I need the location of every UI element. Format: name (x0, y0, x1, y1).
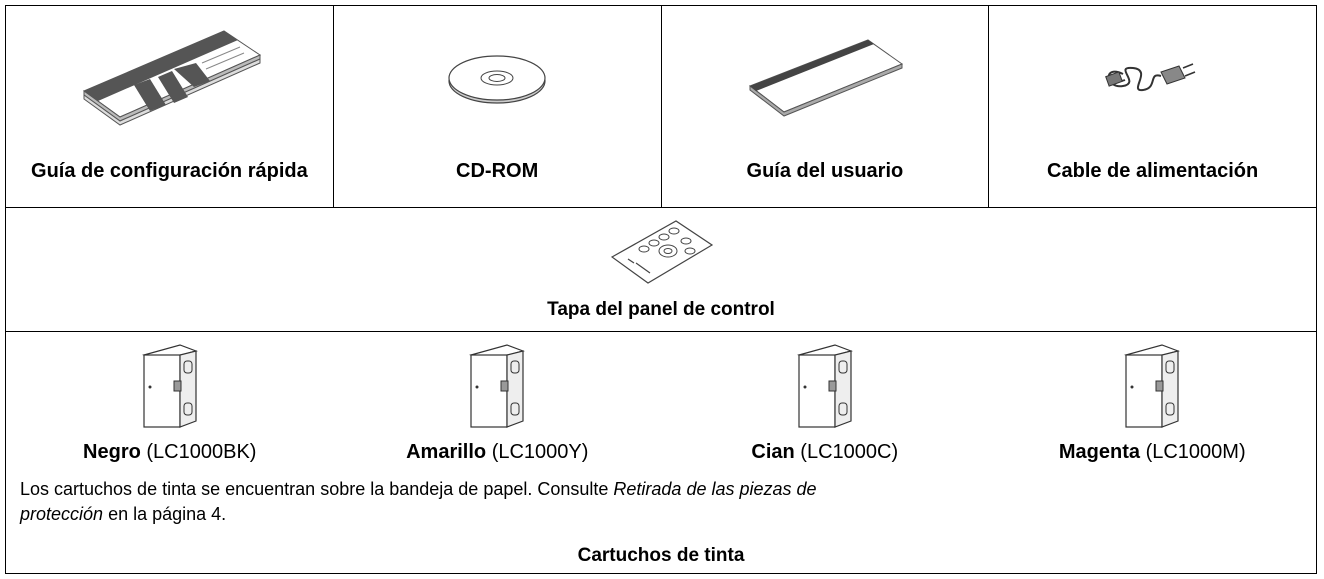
user-guide-icon (662, 24, 989, 134)
quick-setup-guide-cell: Guía de configuración rápida (6, 6, 334, 207)
cartridge-label: Negro (LC1000BK) (6, 441, 334, 464)
power-cord-label: Cable de alimentación (1047, 160, 1259, 182)
power-cord-cell: Cable de alimentación (989, 6, 1316, 207)
panel-cover-row: Tapa del panel de control (6, 207, 1316, 332)
cartridge-color: Negro (83, 441, 141, 463)
cartridge-label: Amarillo (LC1000Y) (334, 441, 662, 464)
ink-cartridge-icon (661, 341, 989, 433)
cartridge-color: Magenta (1058, 441, 1140, 463)
cartridge-code: (LC1000C) (800, 441, 899, 463)
quick-setup-guide-label: Guía de configuración rápida (31, 160, 308, 182)
quick-setup-guide-icon (6, 24, 333, 134)
ink-cartridge-icon (989, 341, 1317, 433)
user-guide-label: Guía del usuario (746, 160, 904, 182)
cartridge-label: Magenta (LC1000M) (989, 441, 1317, 464)
cartridge-cyan: Cian (LC1000C) (661, 337, 989, 467)
ink-cartridge-icon (334, 341, 662, 433)
note-link-text: Retirada de las piezas de (613, 479, 817, 499)
ink-cartridge-icon (6, 341, 334, 433)
cd-rom-icon (334, 24, 661, 134)
panel-cover-label: Tapa del panel de control (547, 299, 775, 320)
note-link-text-cont: protección (20, 504, 104, 524)
cartridge-code: (LC1000BK) (146, 441, 257, 463)
cartridge-magenta: Magenta (LC1000M) (989, 337, 1317, 467)
cartridge-color: Amarillo (406, 441, 487, 463)
cartridge-note: Los cartuchos de tinta se encuentran sob… (20, 477, 920, 527)
cd-rom-cell: CD-ROM (334, 6, 662, 207)
accessories-table: Guía de configuración rápida CD-ROM (5, 5, 1317, 574)
cartridge-code: (LC1000Y) (491, 441, 589, 463)
cartridges-row: Negro (LC1000BK) Amarillo (LC1000Y) (6, 331, 1316, 575)
cartridge-label: Cian (LC1000C) (661, 441, 989, 464)
cartridges-caption: Cartuchos de tinta (577, 545, 745, 566)
items-row: Guía de configuración rápida CD-ROM (6, 6, 1316, 208)
control-panel-cover-icon (6, 217, 1316, 287)
note-text-end: en la página 4. (103, 504, 227, 524)
cartridge-code: (LC1000M) (1145, 441, 1246, 463)
cd-rom-label: CD-ROM (456, 160, 539, 182)
cartridge-black: Negro (LC1000BK) (6, 337, 334, 467)
cartridge-color: Cian (751, 441, 795, 463)
user-guide-cell: Guía del usuario (662, 6, 990, 207)
cartridge-list: Negro (LC1000BK) Amarillo (LC1000Y) (6, 337, 1316, 467)
power-cord-icon (989, 24, 1316, 134)
cartridge-yellow: Amarillo (LC1000Y) (334, 337, 662, 467)
note-text: Los cartuchos de tinta se encuentran sob… (20, 479, 614, 499)
